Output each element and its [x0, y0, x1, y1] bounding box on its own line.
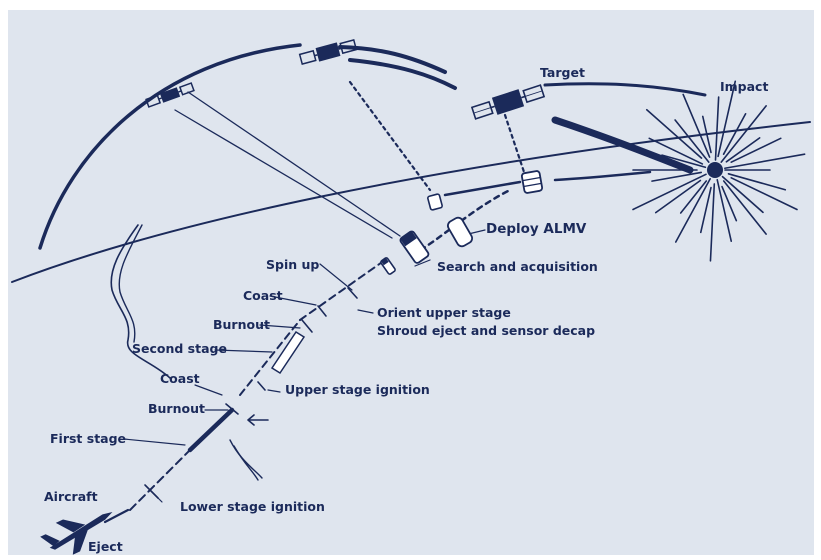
target-satellite-icon [470, 84, 546, 120]
burst-ray [674, 119, 710, 163]
label-target: Target [540, 65, 585, 80]
burst-ray [721, 175, 764, 214]
orbit-arc-middle [338, 45, 447, 74]
burst-ray [722, 180, 767, 235]
burst-ray [661, 154, 707, 169]
approach-line-2 [553, 170, 652, 182]
label-second-stage: Second stage [132, 341, 227, 356]
label-first-stage: First stage [50, 431, 127, 446]
burst-ray [716, 178, 733, 242]
label-burnout-upper: Burnout [213, 317, 270, 332]
burst-ray [701, 115, 712, 154]
label-eject: Eject [88, 539, 123, 554]
burst-ray [727, 172, 787, 191]
burst-ray [674, 177, 712, 243]
satellite-icon [145, 82, 195, 108]
arrow-icon [247, 414, 269, 426]
burst-ray [730, 137, 782, 163]
coastline-2 [118, 224, 143, 343]
coastline-4 [233, 445, 259, 481]
burst-ray [648, 137, 704, 165]
label-orient-upper-stage: Orient upper stage [377, 305, 511, 320]
orbit-arc-left [38, 43, 302, 250]
paper-background [8, 10, 814, 555]
burst-ray [679, 180, 708, 214]
label-search-acquisition: Search and acquisition [437, 259, 598, 274]
label-spin-up: Spin up [266, 257, 320, 272]
approach-line [443, 180, 522, 197]
burst-ray [645, 108, 703, 159]
dotted-track-2 [503, 113, 527, 177]
missile-icon [103, 508, 130, 524]
almv-canister-icon [427, 193, 443, 211]
intercept-path-heavy [551, 116, 694, 174]
label-impact: Impact [720, 79, 769, 94]
label-deploy-almv: Deploy ALMV [486, 221, 587, 237]
almv-canister-icon [520, 170, 544, 194]
burst-ray [730, 177, 798, 211]
tick-upper-ignition [257, 381, 266, 391]
burst-ray [709, 183, 716, 262]
trajectory-middle [239, 319, 301, 396]
burst-ray [651, 171, 703, 182]
first-stage-body [187, 407, 235, 453]
label-burnout-lower: Burnout [148, 401, 205, 416]
orbit-arc-middle-2 [348, 58, 457, 90]
burst-ray [725, 137, 761, 163]
label-aircraft: Aircraft [44, 489, 98, 504]
sight-line-1 [174, 109, 393, 239]
tick-orient [347, 287, 358, 299]
burst-ray [682, 93, 711, 158]
impact-burst-icon [632, 80, 806, 262]
label-shroud-eject: Shroud eject and sensor decap [377, 323, 596, 338]
burst-ray [632, 173, 707, 211]
earth-horizon [11, 121, 811, 283]
burst-ray [654, 179, 702, 214]
burst-ray [724, 153, 806, 170]
burst-ray [717, 80, 737, 158]
second-stage-icon [270, 330, 306, 375]
burst-ray [699, 186, 712, 234]
trajectory-upper [299, 259, 386, 321]
burst-ray [720, 105, 767, 163]
coastline-1 [110, 224, 171, 379]
leader-lines [123, 229, 486, 503]
almv-vehicle-icon [447, 216, 473, 248]
burst-ray [721, 185, 738, 222]
upper-stage-icon [399, 230, 430, 264]
shroud-icon [380, 257, 396, 275]
sight-line-2 [187, 91, 401, 237]
burst-ray [714, 96, 720, 161]
tick-coast-upper [317, 305, 327, 317]
burst-ray [722, 112, 747, 155]
orbit-arc-right [543, 82, 707, 97]
label-lower-stage-ignition: Lower stage ignition [180, 499, 325, 514]
satellite-icon [298, 39, 358, 65]
coastline-3 [229, 439, 263, 479]
label-upper-stage-ignition: Upper stage ignition [285, 382, 430, 397]
aircraft-icon [40, 511, 113, 555]
dotted-track-1 [348, 80, 432, 192]
label-coast-upper: Coast [243, 288, 283, 303]
tick-burnout-upper [301, 319, 313, 333]
label-coast-lower: Coast [160, 371, 200, 386]
